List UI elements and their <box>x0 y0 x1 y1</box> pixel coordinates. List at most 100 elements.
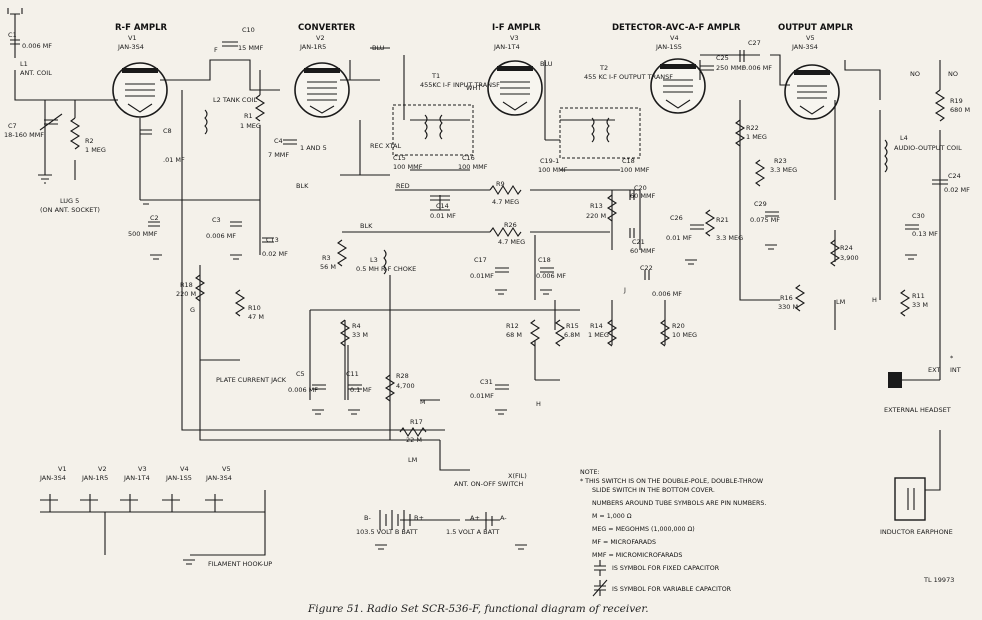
label-c4: C4 <box>274 137 283 145</box>
label-l2: L2 TANK COIL <box>213 96 257 104</box>
label-c14-value: 0.01 MF <box>430 212 456 220</box>
fil-v5-ref: V5 <box>222 465 231 473</box>
label-c19-value: 100 MMF <box>538 166 568 174</box>
label-wire-red: RED <box>396 182 410 190</box>
label-r15-value: 6.8M <box>564 331 580 339</box>
label-c15: C15 <box>393 154 406 162</box>
label-r11-value: 33 M <box>912 301 928 309</box>
label-switch-j: J <box>623 286 626 294</box>
label-lug: LUG 5 <box>60 197 79 205</box>
label-c7-value: 18-160 MMF <box>4 131 44 139</box>
note-line-4: M = 1,000 Ω <box>592 513 632 520</box>
label-r16-value: 330 M <box>778 303 798 311</box>
label-wire-blu-2: BLU <box>540 60 553 68</box>
label-c5: C5 <box>296 370 305 378</box>
label-switch-no-2: NO <box>948 70 958 78</box>
inductor-earphone <box>894 470 941 521</box>
fil-v4-type: JAN-1S5 <box>165 474 192 482</box>
label-c19: C19-1 <box>540 157 559 165</box>
label-r1: R1 <box>244 112 253 120</box>
label-c10: C10 <box>242 26 255 34</box>
label-c17-value: 0.01MF <box>470 272 494 280</box>
label-r23: R23 <box>774 157 787 165</box>
tube-v1: V1 JAN-3S4 <box>112 34 168 118</box>
label-a-plus: A+ <box>470 514 480 522</box>
label-switch-f: F <box>214 46 218 54</box>
fixed-capacitor-symbol <box>594 560 606 576</box>
label-c18b-value: 0.006 MF <box>536 272 566 280</box>
note-line-0: NOTE: <box>580 469 600 476</box>
label-r19: R19 <box>950 97 963 105</box>
tube-v2: V2 JAN-1R5 <box>294 34 350 118</box>
note-line-1: * THIS SWITCH IS ON THE DOUBLE-POLE, DOU… <box>580 478 764 485</box>
label-b-plus: B+ <box>414 514 424 522</box>
filament-hookup <box>40 490 266 556</box>
note-line-8: IS SYMBOL FOR FIXED CAPACITOR <box>612 565 720 572</box>
tube-v2-type: JAN-1R5 <box>299 43 326 51</box>
label-ext: EXT <box>928 366 940 374</box>
label-r4-value: 33 M <box>352 331 368 339</box>
label-r18: R18 <box>180 281 193 289</box>
label-c26: C26 <box>670 214 683 222</box>
label-c11: C11 <box>346 370 359 378</box>
fil-v2-type: JAN-1R5 <box>81 474 108 482</box>
label-l4: L4 <box>900 134 908 142</box>
note-line-2: SLIDE SWITCH IN THE BOTTOM COVER. <box>592 487 715 494</box>
label-switch-m: M <box>420 398 426 406</box>
label-switch-g: G <box>190 306 195 314</box>
label-wire-wht: WHT <box>466 84 481 92</box>
label-a-batt: 1.5 VOLT A BATT <box>446 528 499 536</box>
resistors <box>69 89 946 438</box>
label-r2-value: 1 MEG <box>85 146 106 154</box>
wiring <box>7 8 941 521</box>
label-drawing-code: TL 19973 <box>923 576 954 584</box>
fil-v4-ref: V4 <box>180 465 189 473</box>
note-line-5: MEG = MEGOHMS (1,000,000 Ω) <box>592 526 695 533</box>
label-c13: C13 <box>266 236 279 244</box>
label-c3-value: 0.006 MF <box>206 232 236 240</box>
label-c15-value: 100 MMF <box>393 163 423 171</box>
label-r14-value: 1 MEG <box>588 331 609 339</box>
label-r17-value: 22 M <box>406 436 422 444</box>
note-line-6: MF = MICROFARADS <box>592 539 656 546</box>
label-r12-value: 68 M <box>506 331 522 339</box>
label-c18: C18 <box>622 157 635 165</box>
label-r26: R26 <box>504 221 517 229</box>
label-c8-value: .01 MF <box>163 156 185 164</box>
capacitors <box>10 39 948 390</box>
label-r22-value: 1 MEG <box>746 133 767 141</box>
tube-v5: V5 JAN-3S4 <box>784 34 840 120</box>
label-c22: C22 <box>640 264 653 272</box>
label-c24: C24 <box>948 172 961 180</box>
label-c5-value: 0.006 MF <box>288 386 318 394</box>
label-r9: R9 <box>496 180 505 188</box>
label-c31: C31 <box>480 378 493 386</box>
variable-capacitor-symbol <box>592 579 608 597</box>
label-r21-value: 3.3 MEG <box>716 234 743 242</box>
fil-v2-ref: V2 <box>98 465 107 473</box>
label-int: INT <box>950 366 961 374</box>
label-c27-value: 0.006 MF <box>742 64 772 72</box>
section-rf-heading: R-F AMPLR <box>115 23 168 33</box>
label-r24-value: 3,900 <box>840 254 859 262</box>
label-c29: C29 <box>754 200 767 208</box>
label-external-headset: EXTERNAL HEADSET <box>884 406 951 414</box>
label-c18-value: 100 MMF <box>620 166 650 174</box>
label-switch-h-2: H <box>536 400 541 408</box>
label-r22: R22 <box>746 124 759 132</box>
label-c21-value: 60 MMF <box>630 247 656 255</box>
label-switch-lm-2: LM <box>836 298 845 306</box>
label-c2-value: 500 MMF <box>128 230 158 238</box>
label-r26-value: 4.7 MEG <box>498 238 525 246</box>
note-line-3: NUMBERS AROUND TUBE SYMBOLS ARE PIN NUMB… <box>592 500 766 507</box>
tube-v5-ref: V5 <box>806 34 815 42</box>
batteries <box>379 510 493 530</box>
component-labels: C1 0.006 MF L1 ANT. COIL C7 18-160 MMF R… <box>4 26 970 584</box>
label-r1-value: 1 MEG <box>240 122 261 130</box>
label-lug-desc: (ON ANT. SOCKET) <box>40 206 100 214</box>
notes-block: NOTE: * THIS SWITCH IS ON THE DOUBLE-POL… <box>580 469 766 597</box>
label-a-minus: A- <box>500 514 507 522</box>
label-c30-value: 0.13 MF <box>912 230 938 238</box>
label-c18b: C18 <box>538 256 551 264</box>
